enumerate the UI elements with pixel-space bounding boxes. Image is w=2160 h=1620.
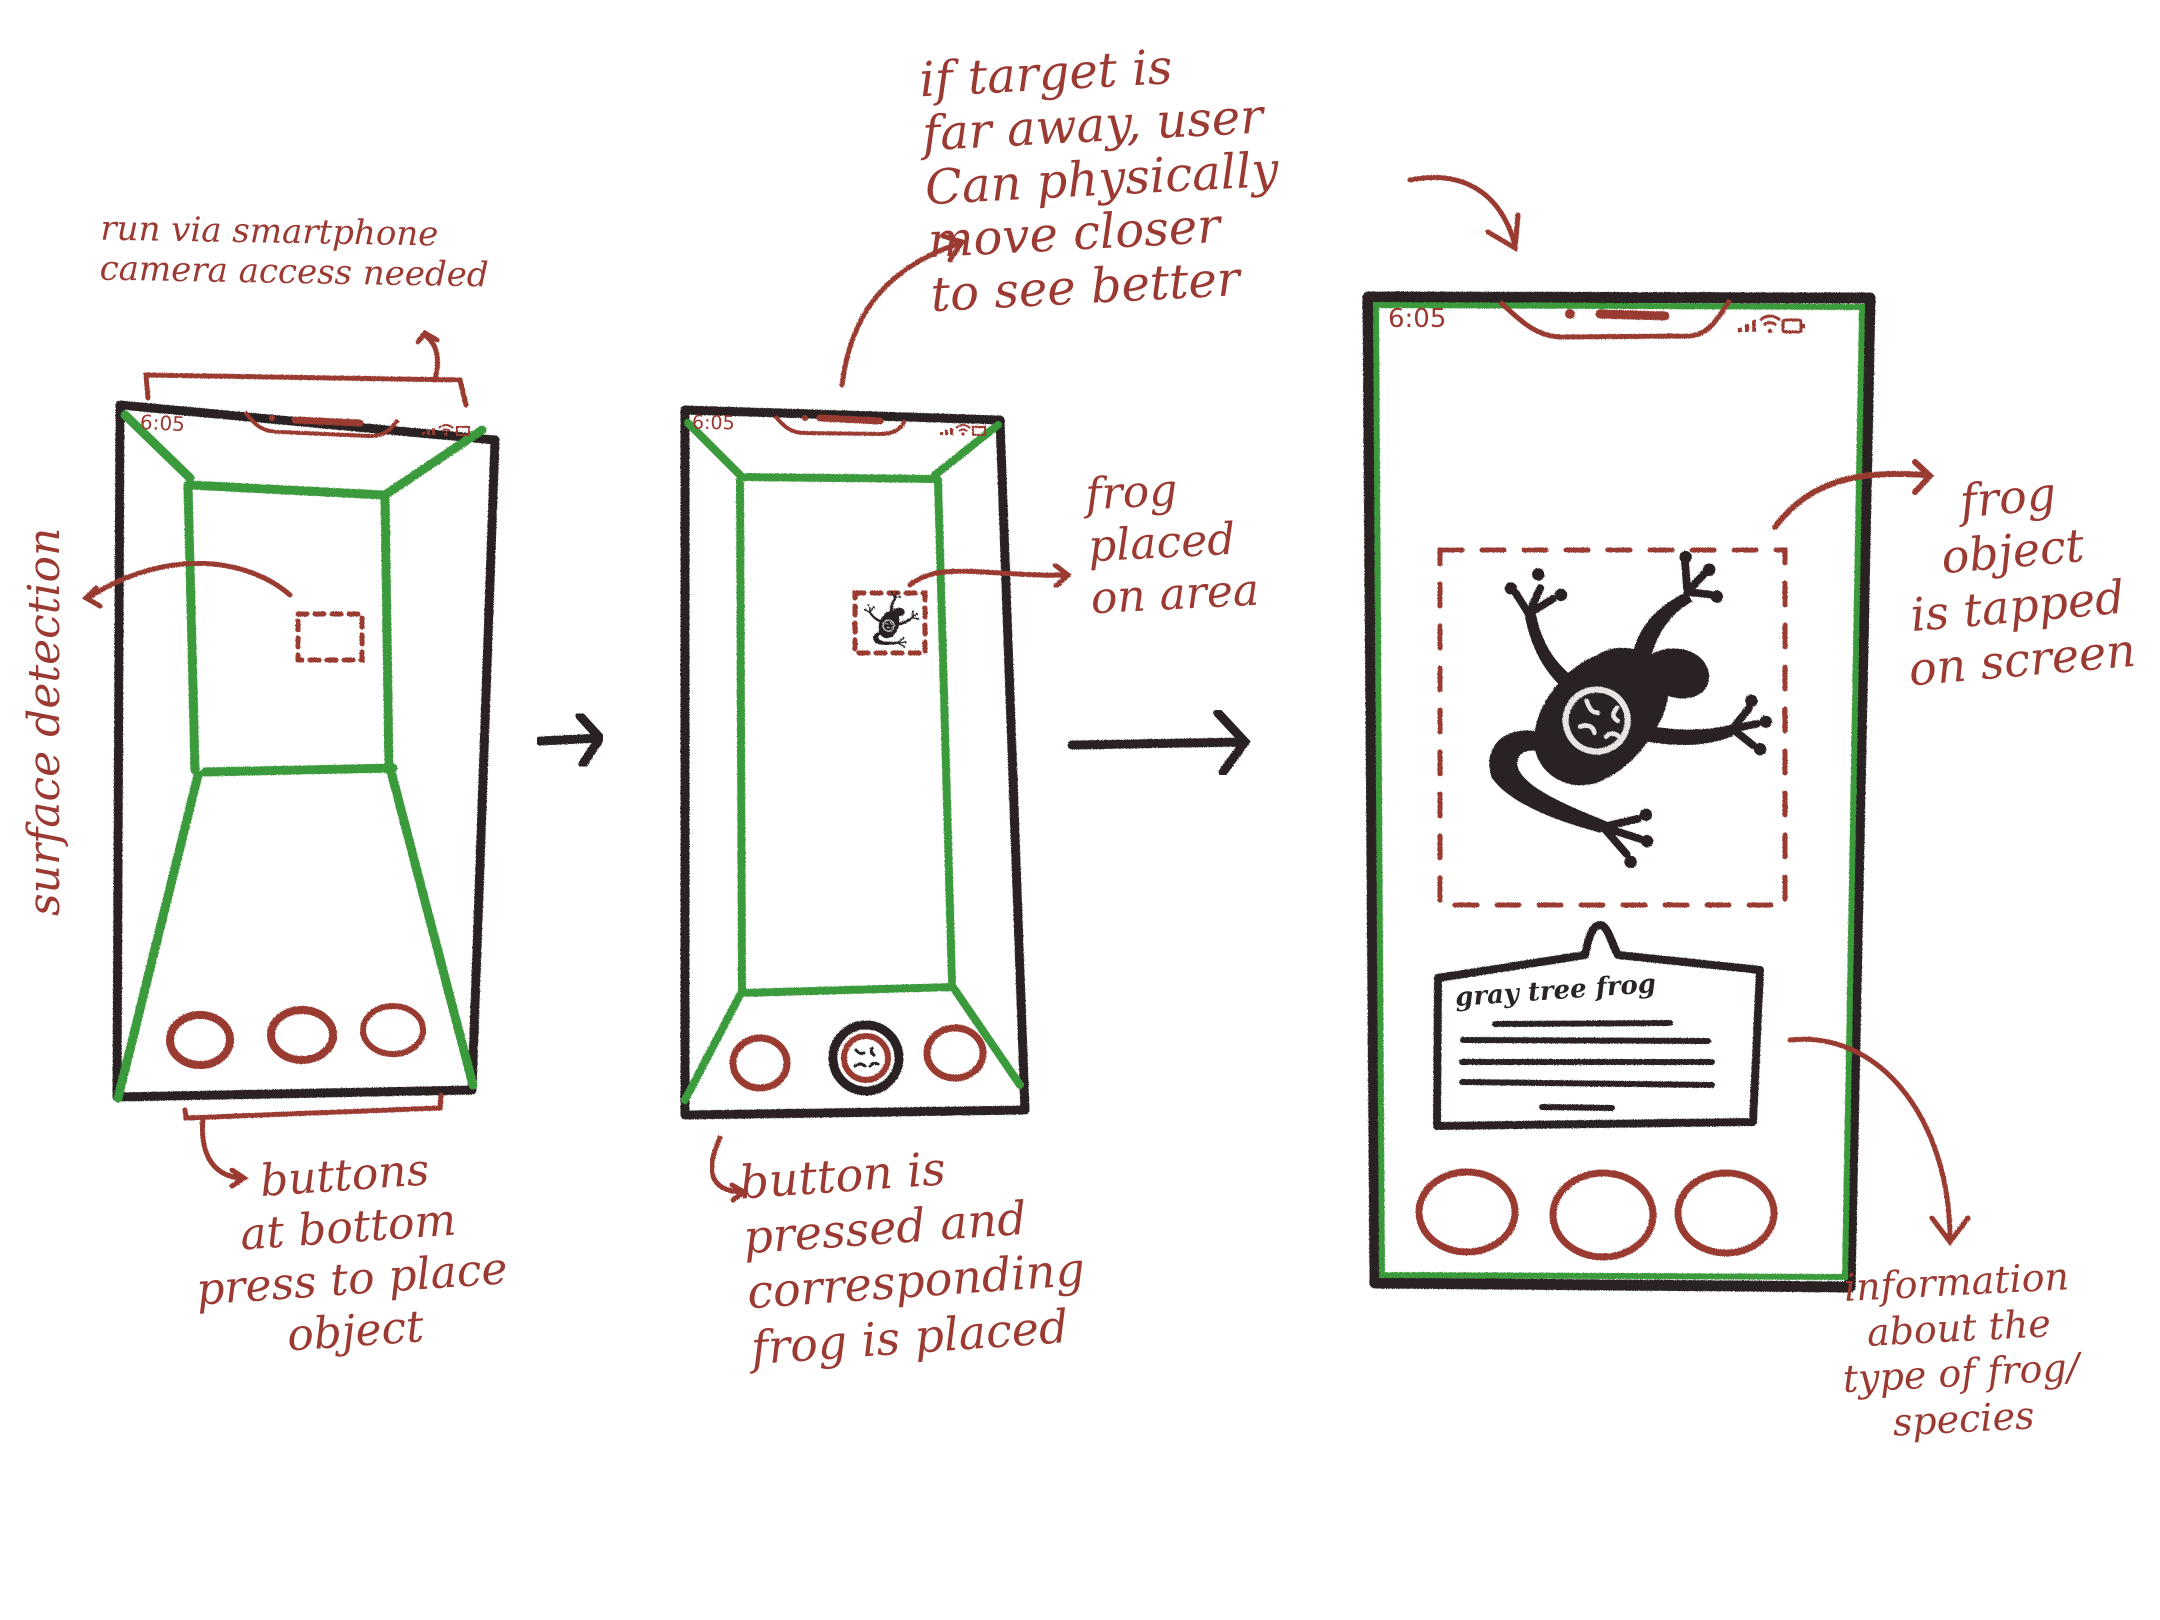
surface-detection-outline [113,410,487,1103]
status-icons [1738,314,1805,334]
surface-detection-arrow [81,560,293,609]
arrow-2-to-3 [1067,708,1251,777]
button-pressed-arrow [709,1135,749,1203]
target-far-arrow [1407,175,1521,253]
note-buttons-at-bottom: buttons at bottom press to place object [194,1144,510,1362]
frog-placed-arrow [907,562,1072,589]
angry-emblem-icon [853,1046,880,1068]
phone-screen-1 [112,400,500,1103]
note-frog-placed: frog placed on area [1084,464,1261,625]
info-arrow [1787,1036,1971,1247]
button-3[interactable] [360,1003,426,1057]
buttons-bracket [182,1092,444,1189]
surface-detection-outline [681,419,1024,1104]
status-time-3: 6:05 [1388,304,1447,334]
placement-marker [295,611,365,663]
button-3[interactable] [1674,1169,1778,1257]
tapped-frog[interactable] [1434,501,1817,897]
button-2[interactable] [1549,1169,1657,1261]
status-time-1: 6:05 [139,409,186,437]
status-icons [940,424,986,436]
note-surface-detection: surface detection [19,527,71,916]
button-1[interactable] [166,1011,234,1069]
button-3[interactable] [923,1024,987,1082]
arrow-1-to-2 [535,711,606,769]
frog-tapped-arrow [1772,459,1935,530]
note-species-info: information about the type of frog/ spec… [1841,1254,2081,1445]
status-icons [422,424,470,436]
move-closer-arrow [839,233,966,388]
phone-screen-2 [680,405,1030,1120]
note-move-closer: if target is far away, user Can physical… [918,39,1280,324]
phone-screen-3 [1362,291,1876,1293]
info-card-text-lines [1459,1020,1715,1111]
frog-button-pressed[interactable] [828,1020,904,1096]
status-time-2: 6:05 [691,411,735,435]
note-camera-access: run via smartphone camera access needed [99,208,489,296]
button-1[interactable] [729,1034,791,1092]
button-2[interactable] [267,1006,337,1064]
button-1[interactable] [1415,1168,1519,1256]
placed-frog[interactable] [861,588,923,652]
note-button-pressed: button is pressed and corresponding frog… [737,1141,1087,1375]
screen-border [1372,301,1866,1281]
camera-bracket [143,329,469,408]
note-frog-tapped: frog object is tapped on screen [1906,466,2138,697]
selection-box [1437,547,1788,908]
placement-marker [852,590,928,656]
